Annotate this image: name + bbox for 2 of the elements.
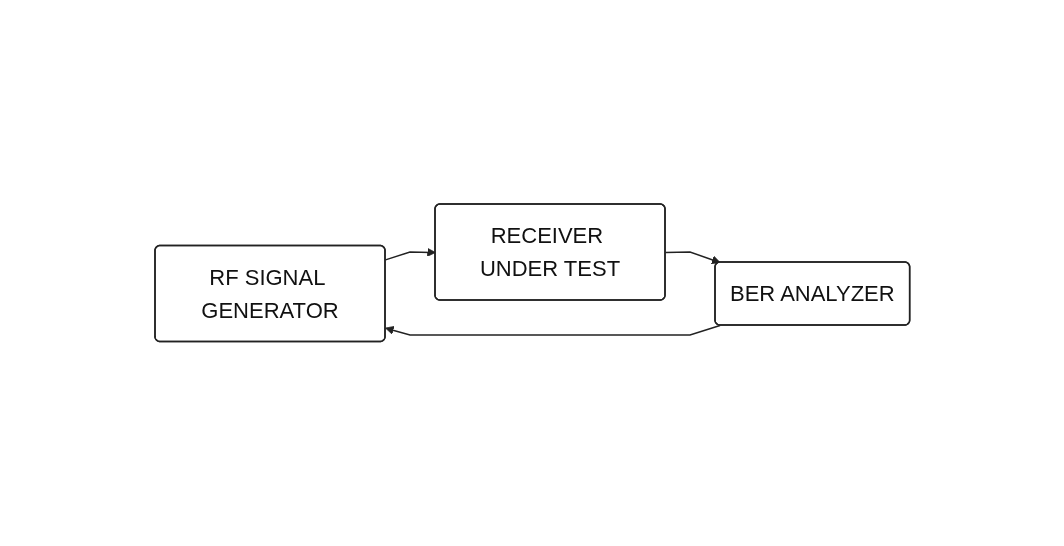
arrow [664,251,721,265]
arrow [384,325,721,336]
